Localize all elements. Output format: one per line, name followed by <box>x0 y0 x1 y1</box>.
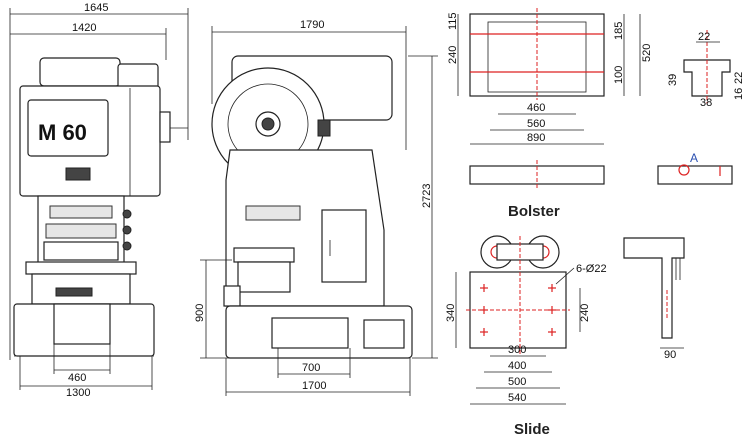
side-view: 1790 2723 900 700 <box>194 19 438 396</box>
dim-base-depth: 1700 <box>302 380 326 392</box>
dim-slide-hole-spacing: 240 <box>579 304 591 322</box>
tslot-detail: 22 39 22 16 38 A <box>657 30 745 185</box>
slide-caption: Slide <box>514 421 550 438</box>
dim-bolster-depth: 520 <box>641 44 653 62</box>
bolster-caption: Bolster <box>508 203 560 220</box>
dim-tslot-depth: 39 <box>667 74 679 86</box>
section-marker: A <box>690 151 698 165</box>
dim-slot-lower: 100 <box>613 66 625 84</box>
dim-base-width: 1300 <box>66 387 90 399</box>
dim-overall-height: 2723 <box>421 184 433 208</box>
dim-bolster-middle: 560 <box>527 118 545 130</box>
dim-slot-to-center: 185 <box>613 22 625 40</box>
dim-slide-width: 540 <box>508 392 526 404</box>
dim-overall-width: 1645 <box>84 2 108 14</box>
dim-frame-width: 1420 <box>72 22 96 34</box>
dim-slide-inner: 400 <box>508 360 526 372</box>
dim-bolster-width: 890 <box>527 132 545 144</box>
dim-tslot-bottom: 16 <box>733 88 745 100</box>
dim-slot-gap: 240 <box>447 46 459 64</box>
dim-slot-top: 115 <box>447 12 459 30</box>
dim-tslot-side: 22 <box>733 72 745 84</box>
slide-view: 6-Ø22 340 240 300 400 500 540 Slide 90 <box>445 235 685 438</box>
logo-text: M 60 <box>38 120 87 145</box>
dim-overall-depth: 1790 <box>300 19 324 31</box>
dim-table-height: 900 <box>194 304 206 322</box>
front-view: 1645 1420 M 60 460 <box>9 2 189 399</box>
dim-slide-hole-spacing-h: 300 <box>508 344 526 356</box>
dim-bolster-width: 460 <box>68 372 86 384</box>
dim-slide-shank: 90 <box>664 349 676 361</box>
dim-tslot-top: 22 <box>698 31 710 43</box>
bolster-view: 115 240 185 100 520 460 560 890 Bolster <box>447 8 653 220</box>
dim-tslot-width: 38 <box>700 97 712 109</box>
dim-base-inner: 700 <box>302 362 320 374</box>
dim-bolster-inner: 460 <box>527 102 545 114</box>
dim-slide-middle: 500 <box>508 376 526 388</box>
slide-hole-note: 6-Ø22 <box>576 263 607 275</box>
dim-slide-height: 340 <box>445 304 457 322</box>
